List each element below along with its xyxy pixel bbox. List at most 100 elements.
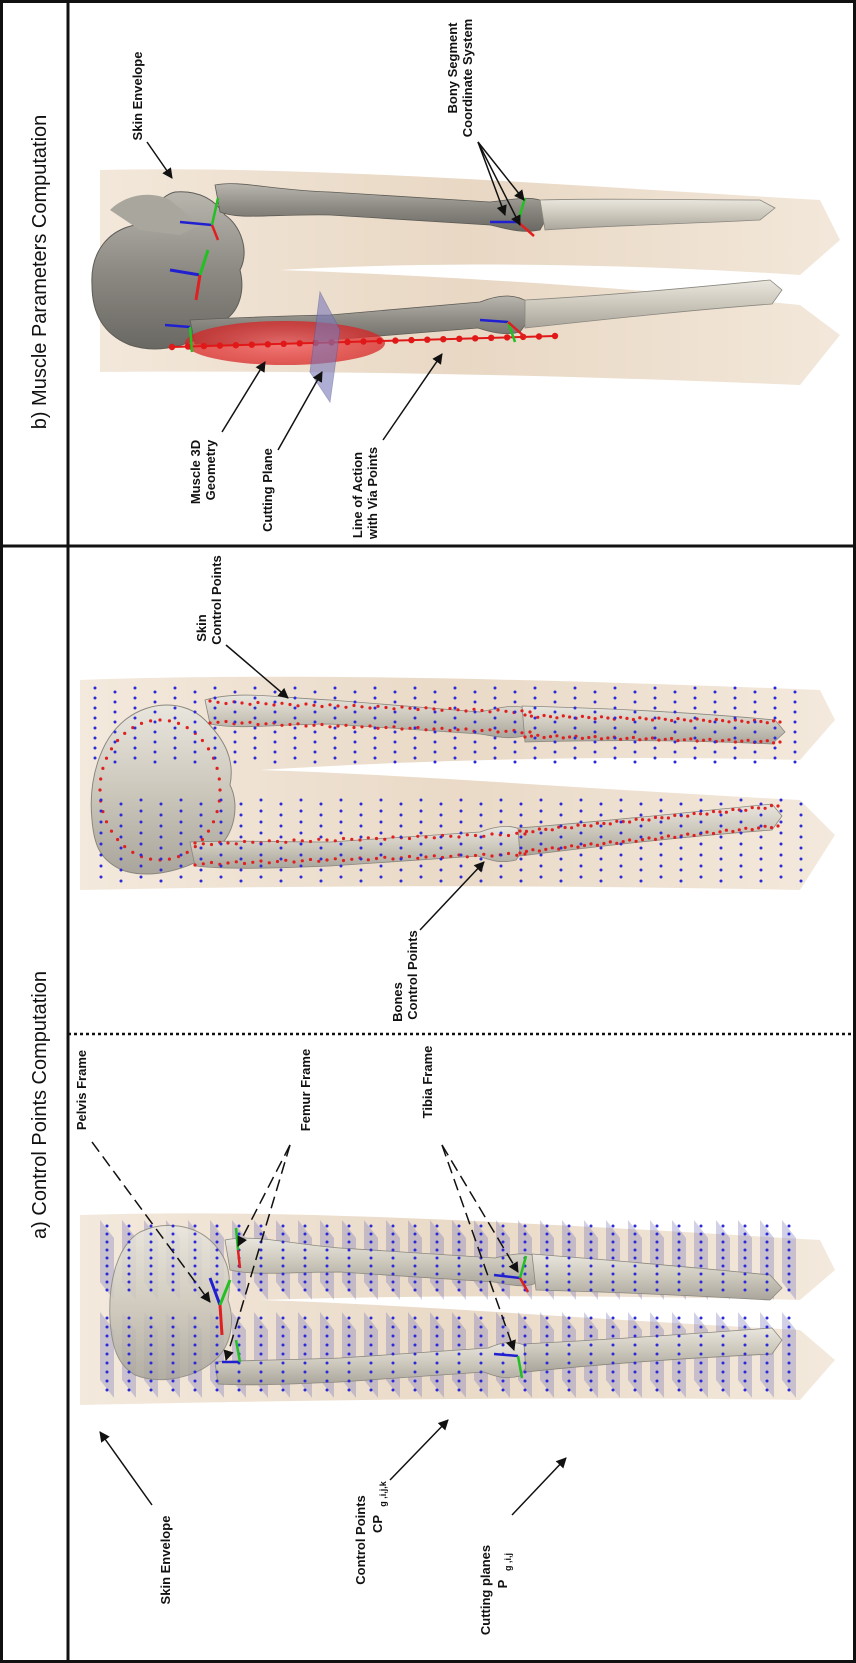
skin-control-point bbox=[660, 876, 663, 879]
bone-control-point bbox=[657, 717, 660, 720]
plane-control-point bbox=[766, 1233, 769, 1236]
skin-control-point bbox=[280, 858, 283, 861]
bone-control-point bbox=[727, 720, 730, 723]
plane-control-point bbox=[568, 1265, 571, 1268]
skin-control-point bbox=[134, 687, 137, 690]
skin-control-point bbox=[440, 869, 443, 872]
bone-control-point bbox=[149, 719, 152, 722]
bone-control-point bbox=[759, 720, 762, 723]
bone-control-point bbox=[123, 845, 126, 848]
plane-control-point bbox=[568, 1241, 571, 1244]
bone-control-point bbox=[576, 824, 579, 827]
arrow-muscle-geometry bbox=[222, 362, 265, 432]
skin-control-point bbox=[320, 869, 323, 872]
skin-control-point bbox=[254, 687, 257, 690]
skin-control-point bbox=[154, 711, 157, 714]
plane-control-point bbox=[150, 1233, 153, 1236]
plane-control-point bbox=[722, 1233, 725, 1236]
skin-control-point bbox=[760, 847, 763, 850]
skin-control-point bbox=[134, 717, 137, 720]
bone-control-point bbox=[568, 715, 571, 718]
skin-control-point bbox=[620, 821, 623, 824]
plane-control-point bbox=[788, 1225, 791, 1228]
plane-control-point bbox=[656, 1249, 659, 1252]
plane-control-point bbox=[568, 1371, 571, 1374]
bone-control-point bbox=[202, 842, 205, 845]
skin-control-point bbox=[474, 721, 477, 724]
skin-control-point bbox=[360, 836, 363, 839]
bone-control-point bbox=[177, 722, 180, 725]
label-line-of-action-1: Line of Action bbox=[350, 452, 365, 538]
plane-control-point bbox=[458, 1225, 461, 1228]
plane-control-point bbox=[788, 1289, 791, 1292]
bone-control-point bbox=[751, 828, 754, 831]
bone-control-point bbox=[520, 731, 523, 734]
bone-control-point bbox=[212, 820, 215, 823]
skin-control-point bbox=[714, 711, 717, 714]
skin-control-point bbox=[274, 741, 277, 744]
bone-control-point bbox=[544, 828, 547, 831]
skin-control-point bbox=[600, 869, 603, 872]
skin-control-point bbox=[314, 741, 317, 744]
bone-control-point bbox=[304, 724, 307, 727]
skin-control-point bbox=[334, 757, 337, 760]
plane-control-point bbox=[106, 1362, 109, 1365]
plane-control-point bbox=[172, 1273, 175, 1276]
plane-control-point bbox=[128, 1233, 131, 1236]
skin-control-point bbox=[720, 825, 723, 828]
skin-control-point bbox=[574, 707, 577, 710]
plane-control-point bbox=[656, 1281, 659, 1284]
skin-control-point bbox=[260, 843, 263, 846]
plane-control-point bbox=[194, 1225, 197, 1228]
plane-control-point bbox=[612, 1289, 615, 1292]
bone-control-point bbox=[683, 718, 686, 721]
plane-control-point bbox=[788, 1335, 791, 1338]
plane-control-point bbox=[502, 1249, 505, 1252]
plane-control-point bbox=[568, 1273, 571, 1276]
skin-control-point bbox=[654, 687, 657, 690]
plane-control-point bbox=[744, 1344, 747, 1347]
plane-control-point bbox=[766, 1317, 769, 1320]
skin-control-point bbox=[614, 737, 617, 740]
plane-control-point bbox=[392, 1265, 395, 1268]
skin-control-point bbox=[454, 717, 457, 720]
skin-control-point bbox=[600, 825, 603, 828]
skin-control-point bbox=[400, 814, 403, 817]
skin-control-point bbox=[240, 858, 243, 861]
skin-control-point bbox=[800, 803, 803, 806]
skin-control-point bbox=[760, 869, 763, 872]
skin-control-point bbox=[714, 751, 717, 754]
skin-control-point bbox=[434, 761, 437, 764]
plane-control-point bbox=[568, 1249, 571, 1252]
plane-control-point bbox=[216, 1257, 219, 1260]
bone-control-point bbox=[256, 723, 259, 726]
skin-control-point bbox=[420, 799, 423, 802]
bone-control-point bbox=[670, 737, 673, 740]
bone-control-point bbox=[778, 740, 781, 743]
plane-control-point bbox=[260, 1317, 263, 1320]
label-tibia-frame: Tibia Frame bbox=[420, 1046, 435, 1119]
bone-control-point bbox=[609, 840, 612, 843]
skin-control-point bbox=[280, 803, 283, 806]
plane-control-point bbox=[590, 1353, 593, 1356]
skin-control-point bbox=[294, 727, 297, 730]
skin-control-point bbox=[454, 727, 457, 730]
plane-control-point bbox=[634, 1249, 637, 1252]
plane-control-point bbox=[744, 1265, 747, 1268]
plane-control-point bbox=[546, 1233, 549, 1236]
bone-control-point bbox=[367, 858, 370, 861]
plane-control-point bbox=[106, 1265, 109, 1268]
plane-control-point bbox=[744, 1317, 747, 1320]
plane-control-point bbox=[194, 1353, 197, 1356]
plane-control-point bbox=[128, 1380, 131, 1383]
bone-control-point bbox=[424, 855, 427, 858]
label-muscle-geometry-2: Geometry bbox=[203, 439, 218, 500]
bone-control-point bbox=[702, 719, 705, 722]
via-point bbox=[392, 337, 398, 343]
bone-control-point bbox=[383, 838, 386, 841]
bone-control-point bbox=[384, 706, 387, 709]
plane-control-point bbox=[502, 1241, 505, 1244]
plane-control-point bbox=[106, 1273, 109, 1276]
skin-control-point bbox=[420, 876, 423, 879]
skin-control-point bbox=[160, 847, 163, 850]
